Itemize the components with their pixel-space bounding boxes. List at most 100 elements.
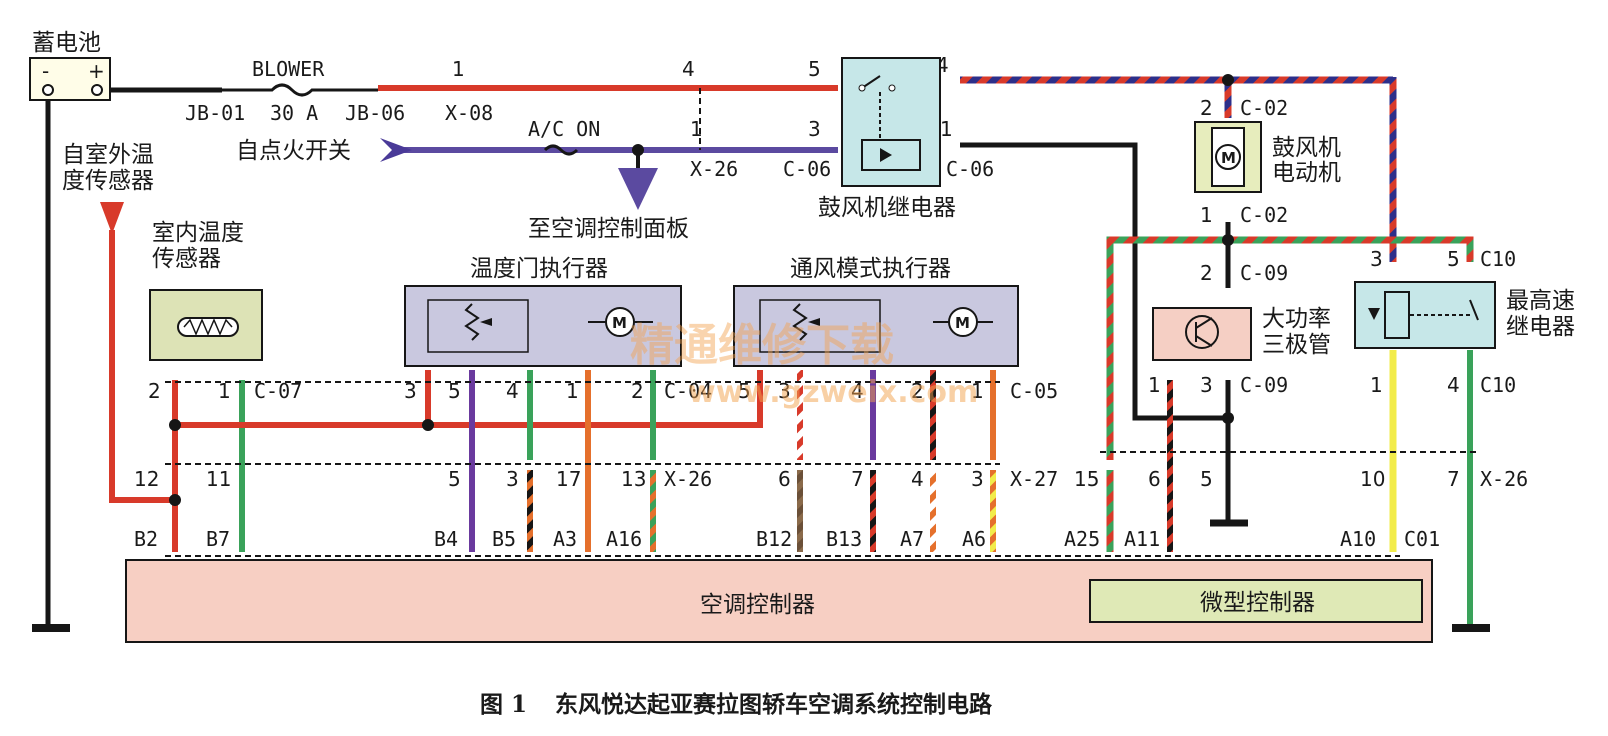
transistor-leg [1195, 317, 1213, 329]
pin-a7: A7 [900, 527, 924, 551]
panel-label: 至空调控制面板 [528, 216, 689, 242]
figure-caption: 图 1 东风悦达起亚赛拉图轿车空调系统控制电路 [480, 691, 993, 718]
outdoor-sensor-label-2: 度传感器 [62, 168, 154, 194]
motor-icon [1215, 144, 1241, 170]
junction-dot [1222, 412, 1234, 424]
ac-controller-label: 空调控制器 [700, 592, 815, 618]
fuse-name: BLOWER [252, 57, 325, 81]
ac-fuse-label: A/C ON [528, 117, 600, 141]
relay-left-conn: C-06 [783, 157, 831, 181]
pin-ta-4: 4 [506, 379, 519, 403]
ignition-arrow [380, 138, 412, 162]
pin-ma-3: 3 [778, 379, 791, 403]
pot-resistor [792, 303, 808, 341]
conn-x26-mid: X-26 [664, 467, 712, 491]
ac-fuse-symbol [543, 144, 579, 156]
to-control-panel: 至空调控制面板 [528, 168, 689, 242]
pin-b2: B2 [134, 527, 158, 551]
pin-b4: B4 [434, 527, 458, 551]
pin-is-2: 2 [148, 379, 161, 403]
relay-diode [880, 148, 892, 162]
transistor-label-1: 大功率 [1262, 306, 1331, 332]
ac-controller: 空调控制器 微型控制器 [125, 559, 1433, 643]
fuse-rating: 30 A [270, 101, 318, 125]
pin-ta-2: 2 [631, 379, 644, 403]
conn-c04: C-04 [664, 379, 712, 403]
fuse-left-conn: JB-01 [185, 101, 245, 125]
motor-m: M [612, 314, 627, 332]
junction-dot [1222, 74, 1234, 86]
pin-tr-3: 3 [1200, 373, 1213, 397]
pin-x-13: 13 [621, 467, 646, 491]
wire-red-bus [175, 370, 763, 428]
pin-a10: A10 [1340, 527, 1376, 551]
mode-actuator: 通风模式执行器 M 5 3 4 2 1 C-05 [733, 256, 1058, 403]
pin-ma-4: 4 [851, 379, 864, 403]
transistor-box [1152, 307, 1252, 361]
junction-dot [169, 494, 181, 506]
high-speed-relay: 3 5 C10 1 4 C10 最高速 继电器 [1354, 247, 1575, 397]
pin-ta-1: 1 [566, 379, 579, 403]
relay-coil [861, 139, 921, 171]
blower-relay: C-06 C-06 鼓风机继电器 [783, 57, 994, 221]
battery-terminal-pos [91, 84, 103, 96]
pin-relay-1: 1 [940, 117, 953, 141]
blower-motor-label-1: 鼓风机 [1272, 135, 1341, 161]
relay-switch-line [861, 75, 881, 89]
pin-x-3b: 3 [971, 467, 984, 491]
outdoor-sensor-arrow [100, 202, 124, 234]
temp-door-actuator: 温度门执行器 M 3 5 4 1 2 C-04 [404, 256, 712, 403]
conn-c02-top: C-02 [1240, 96, 1288, 120]
ignition-label: 自点火开关 [236, 138, 351, 164]
motor-m: M [955, 314, 970, 332]
pin-c01: C01 [1404, 527, 1440, 551]
junction-dot [632, 144, 644, 156]
pin-tr-1: 1 [1148, 373, 1161, 397]
transistor-leg [1195, 335, 1213, 347]
pin-ma-5: 5 [738, 379, 751, 403]
mid-connector-row: 12 11 5 3 17 13 X-26 6 7 4 3 X-27 15 6 5… [134, 467, 1528, 491]
fuse-symbol [222, 83, 378, 97]
motor-m: M [1221, 149, 1236, 167]
pin-relay-in-4: 4 [682, 57, 695, 81]
junction-dot [1222, 234, 1234, 246]
junction-dot [422, 419, 434, 431]
blower-relay-box [841, 57, 941, 187]
temp-actuator-label: 温度门执行器 [470, 256, 608, 282]
pin-hs-3: 3 [1370, 247, 1383, 271]
conn-x27: X-27 [1010, 467, 1058, 491]
pin-x-7a: 7 [851, 467, 864, 491]
hs-relay-coil [1384, 291, 1410, 339]
outdoor-sensor-label-1: 自室外温 [62, 142, 154, 168]
controller-pins: B2 B7 B4 B5 A3 A16 B12 B13 A7 A6 A25 A11… [134, 527, 1440, 551]
pin-b7: B7 [206, 527, 230, 551]
potentiometer [427, 299, 529, 353]
pin-x-3: 3 [506, 467, 519, 491]
blower-motor: M 2 C-02 1 C-02 鼓风机 电动机 [1194, 96, 1341, 227]
pin-b5: B5 [492, 527, 516, 551]
pot-wiper [480, 318, 492, 326]
hs-relay-switch [1469, 299, 1479, 321]
battery-minus: - [42, 59, 49, 83]
pin-x26-1: 1 [690, 117, 703, 141]
junction-dot [169, 419, 181, 431]
pin-ta-5: 5 [448, 379, 461, 403]
outdoor-sensor: 自室外温 度传感器 [62, 142, 154, 234]
hs-relay-label-1: 最高速 [1506, 288, 1575, 314]
watermark-url: www.gzweix.com [688, 375, 978, 410]
fuse-right-conn: JB-06 [345, 101, 405, 125]
conn-c07: C-07 [254, 379, 302, 403]
battery-label: 蓄电池 [32, 30, 101, 56]
conn-c05: C-05 [1010, 379, 1058, 403]
pin-ta-3: 3 [404, 379, 417, 403]
junction-dots [169, 74, 1234, 506]
pin-a11: A11 [1124, 527, 1160, 551]
pin-motor-2: 2 [1200, 96, 1213, 120]
conn-c09-top: C-09 [1240, 261, 1288, 285]
pin-a25: A25 [1064, 527, 1100, 551]
wire-motor1-red-green [1106, 236, 1228, 460]
pot-wiper [808, 318, 820, 326]
pin-x-15: 15 [1074, 467, 1099, 491]
ignition-source: 自点火开关 [236, 138, 412, 164]
